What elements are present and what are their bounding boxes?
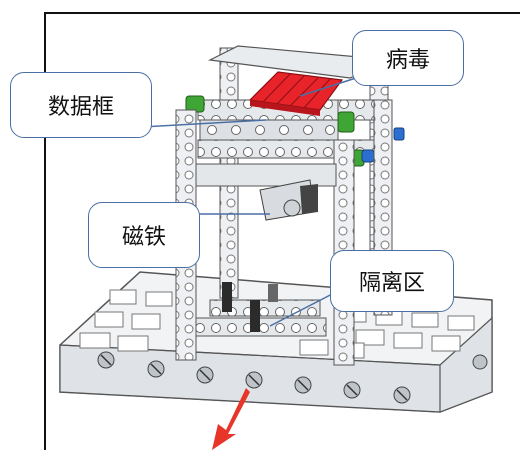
- base-plate: [59, 271, 493, 413]
- callout-isolation-zone: 隔离区: [330, 250, 454, 312]
- middle-beam: [195, 163, 337, 221]
- isolation-frame: [195, 282, 327, 337]
- direction-arrow-icon: [212, 388, 250, 450]
- callout-magnet-text: 磁铁: [121, 225, 166, 250]
- callout-isolation-zone-text: 隔离区: [358, 271, 425, 296]
- callout-data-frame-text: 数据框: [47, 95, 114, 120]
- frame-border-top: [44, 12, 520, 14]
- callout-virus-text: 病毒: [385, 48, 430, 73]
- virus-block: [248, 71, 344, 116]
- callout-data-frame: 数据框: [10, 72, 152, 138]
- callout-magnet: 磁铁: [88, 202, 200, 268]
- frame-border-left: [44, 12, 46, 450]
- callout-virus: 病毒: [352, 30, 464, 86]
